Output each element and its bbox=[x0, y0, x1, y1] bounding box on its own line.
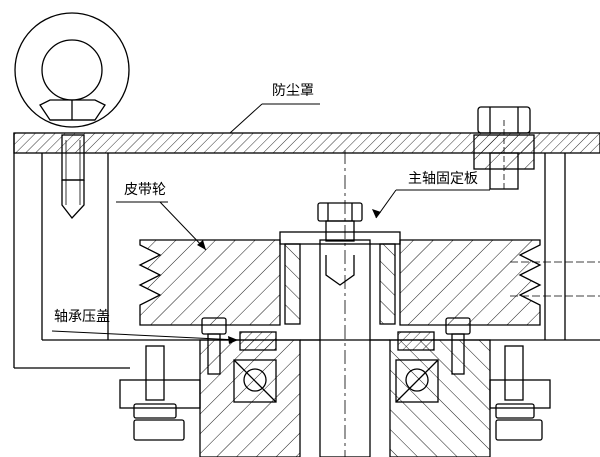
bearing-right bbox=[395, 359, 439, 403]
bearing-housing bbox=[119, 339, 551, 457]
pulley-right bbox=[399, 239, 542, 326]
dust-cover-label: 防尘罩 bbox=[272, 83, 314, 99]
pulley-label: 皮带轮 bbox=[124, 182, 166, 198]
pulley-left bbox=[138, 239, 281, 326]
spindle-plate bbox=[279, 231, 401, 325]
dust-cover bbox=[13, 132, 600, 369]
top-right-nut bbox=[473, 106, 535, 190]
spindle-shaft bbox=[317, 150, 371, 457]
leader-bearing-cover bbox=[51, 330, 239, 341]
leader-pulley bbox=[159, 201, 207, 251]
bearing-left bbox=[233, 359, 277, 403]
spindle-plate-label: 主轴固定板 bbox=[408, 171, 478, 187]
bearing-cover-label: 轴承压盖 bbox=[54, 309, 110, 325]
bearing-cover-screws bbox=[201, 317, 471, 375]
bottom-bolts bbox=[133, 345, 543, 441]
leader-dust-cover bbox=[229, 103, 263, 134]
eye-bolt bbox=[14, 12, 130, 220]
